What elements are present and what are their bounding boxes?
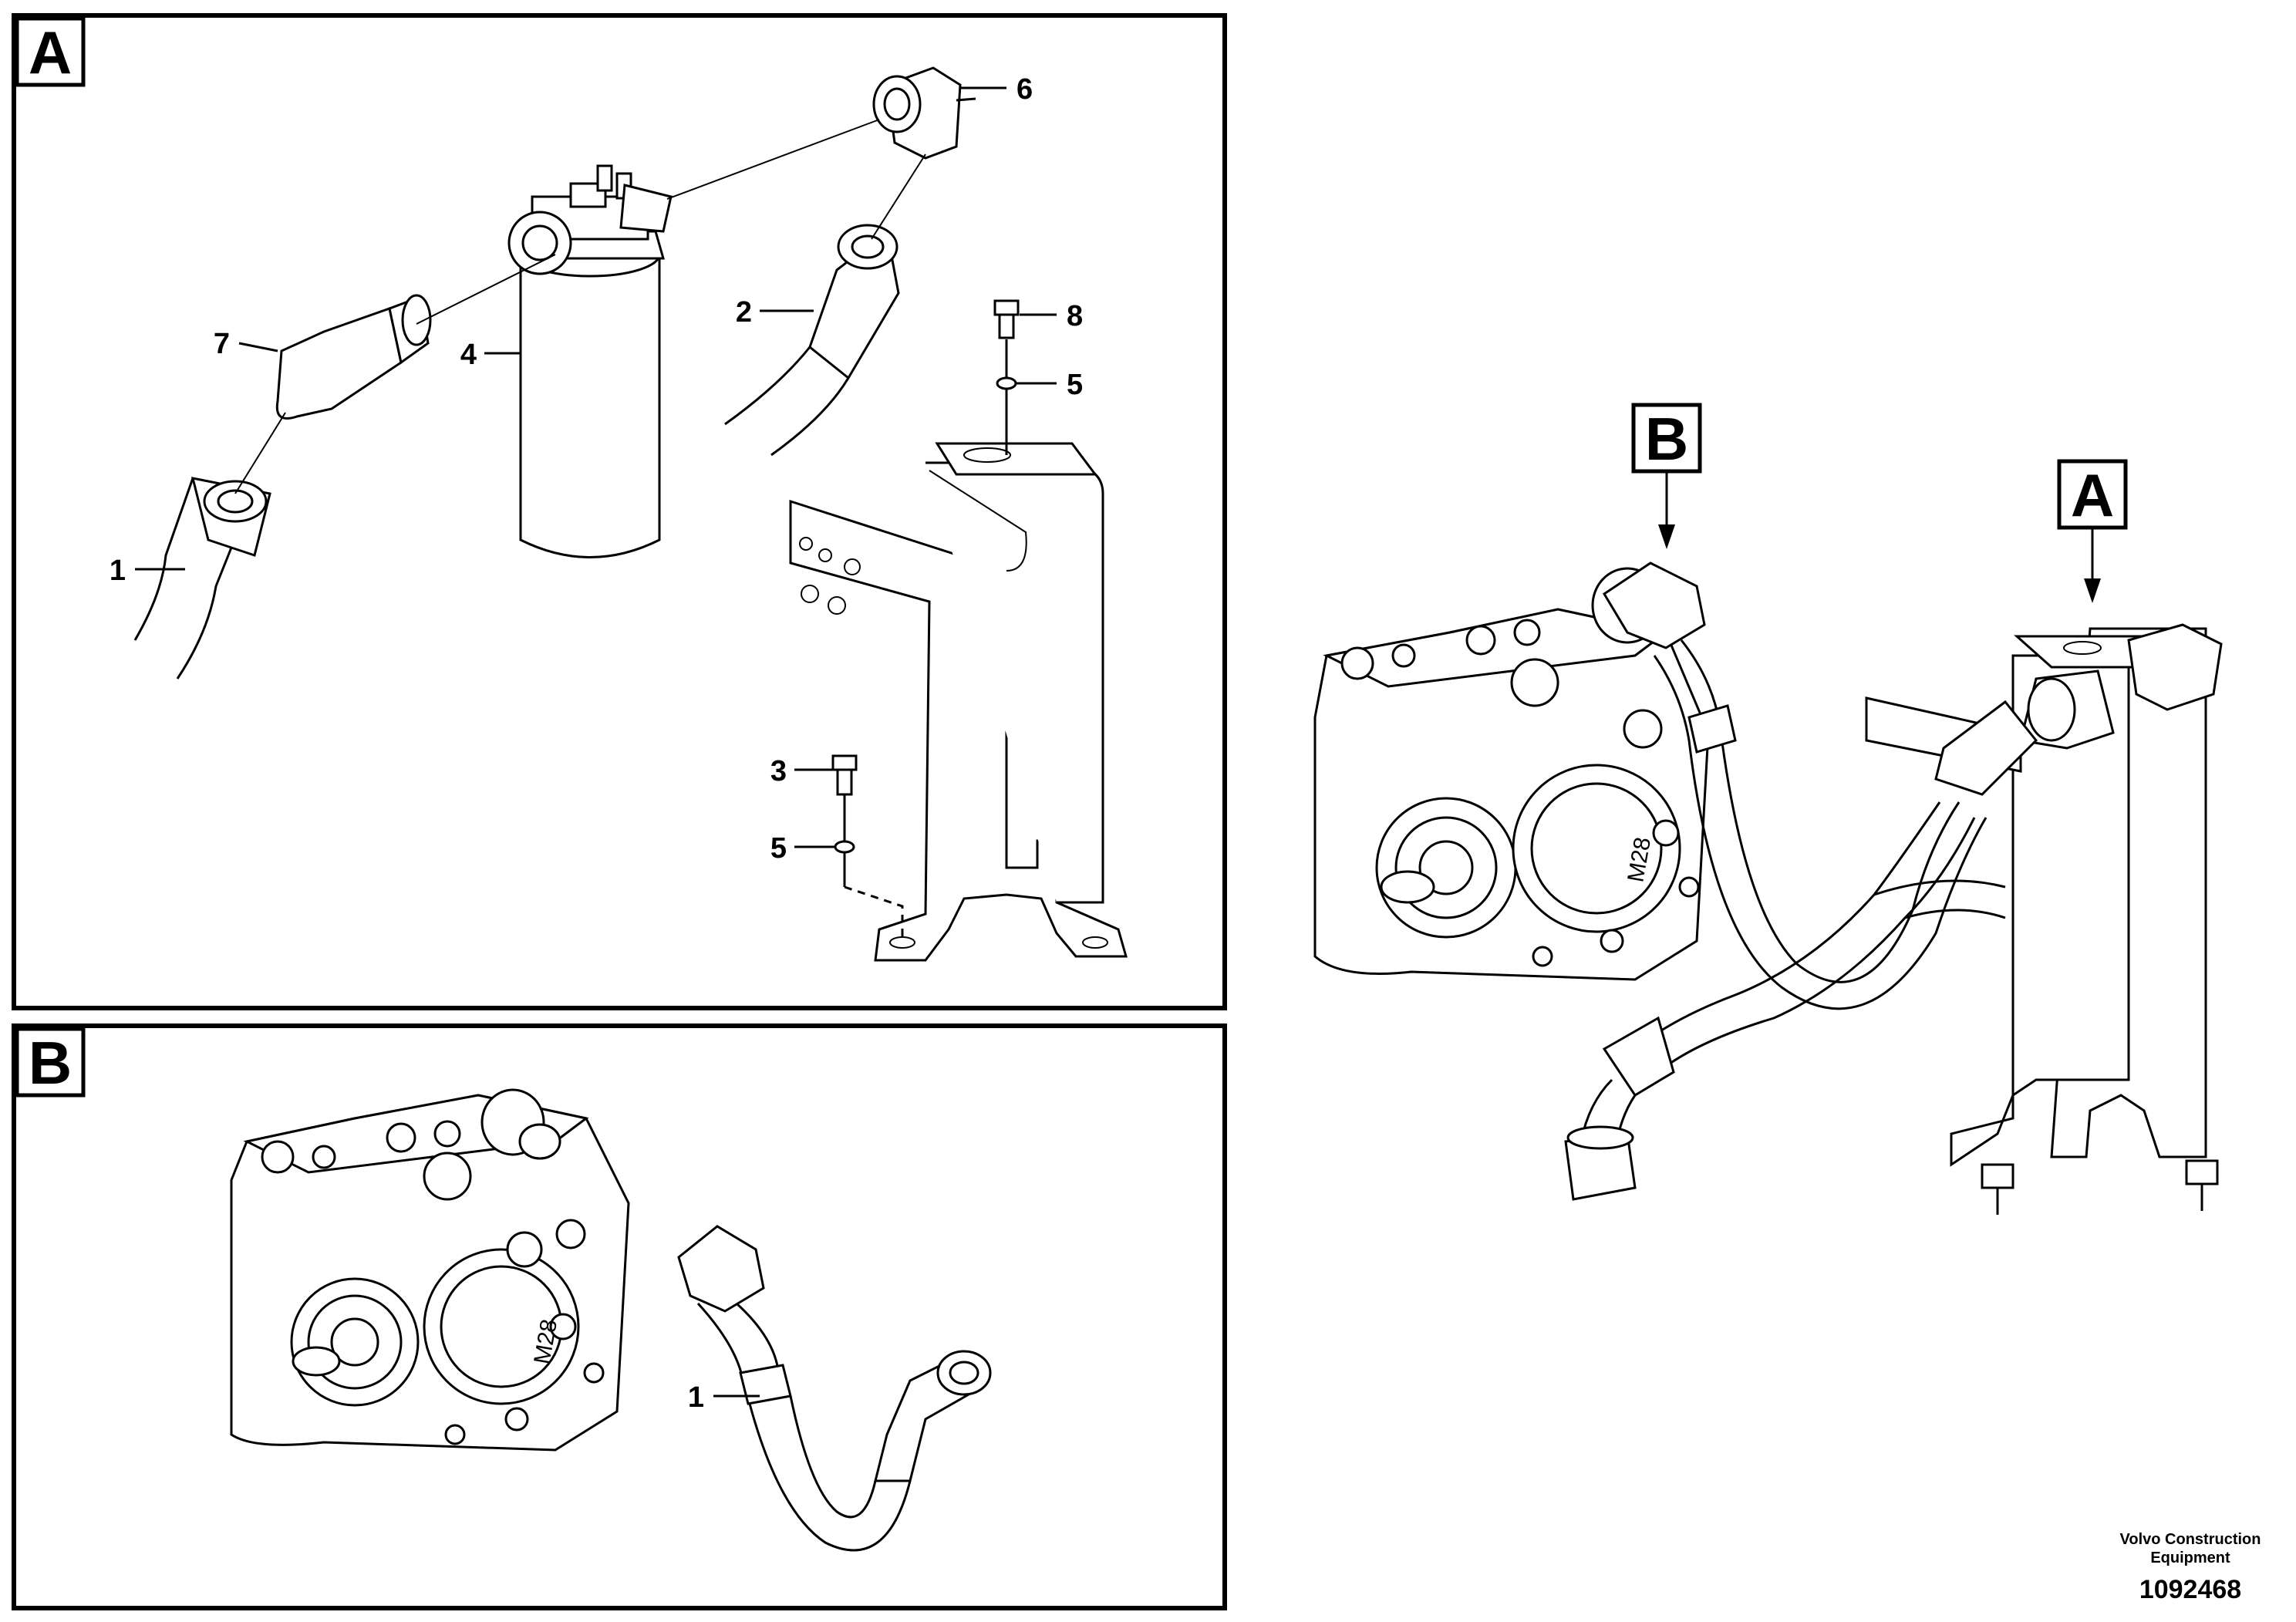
item-4: 4	[460, 339, 477, 371]
brand-line-2: Equipment	[2150, 1549, 2230, 1566]
footer: Volvo Construction Equipment 1092468	[2120, 1531, 2261, 1604]
bolt-3	[831, 754, 904, 937]
item-1-a: 1	[110, 555, 126, 587]
main-assembly: B A M28	[1313, 403, 2223, 1215]
hose-main-2	[1564, 801, 2006, 1201]
hydraulic-pump-main: M28	[1313, 567, 1710, 981]
hose-2	[724, 224, 900, 457]
item-5-upper: 5	[1067, 369, 1083, 401]
hydraulic-pump-b: M28	[230, 1088, 630, 1452]
brand-line-1: Volvo Construction	[2120, 1531, 2261, 1548]
hose-main-1	[1602, 561, 1988, 1010]
callout-a: A	[2071, 461, 2114, 529]
filter-head-main	[1934, 623, 2223, 796]
item-1-b: 1	[688, 1381, 704, 1414]
bolt-8	[993, 299, 1020, 455]
document-number: 1092468	[2139, 1575, 2241, 1604]
bracket-main	[1865, 627, 2219, 1215]
item-6: 6	[1017, 73, 1033, 106]
view-a-letter: A	[29, 19, 72, 86]
item-5-lower: 5	[770, 832, 787, 865]
view-b-letter: B	[29, 1029, 72, 1097]
detail-view-b: B M28	[12, 1023, 1227, 1610]
detail-view-a: A	[12, 13, 1227, 1010]
item-3: 3	[770, 755, 787, 787]
callout-b: B	[1645, 405, 1688, 473]
item-7: 7	[214, 328, 230, 360]
oil-filter	[507, 164, 673, 558]
item-2: 2	[736, 296, 752, 329]
elbow-fitting-7	[275, 294, 432, 420]
mounting-bracket	[789, 442, 1128, 962]
hose-1-b	[677, 1225, 992, 1552]
item-8: 8	[1067, 300, 1083, 332]
elbow-fitting-6	[872, 66, 976, 160]
hose-1-a	[133, 477, 271, 679]
